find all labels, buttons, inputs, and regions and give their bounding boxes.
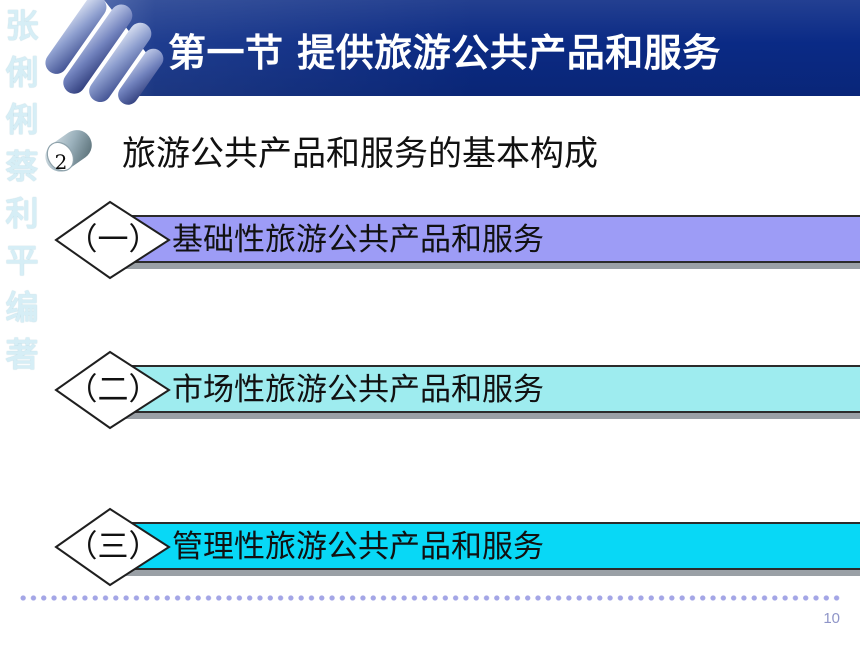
author-char: 平 bbox=[5, 241, 39, 280]
item-marker: （三） bbox=[66, 529, 160, 565]
author-char: 俐 bbox=[5, 53, 39, 92]
item-bar bbox=[108, 365, 860, 413]
diamond-marker-icon bbox=[54, 350, 171, 430]
diamond-marker-icon bbox=[54, 200, 171, 280]
item-marker: （二） bbox=[66, 372, 160, 408]
content-item-3: （三） 管理性旅游公共产品和服务 bbox=[52, 503, 860, 587]
slide-title: 第一节 提供旅游公共产品和服务 bbox=[168, 31, 721, 75]
cylinder-decoration-icon bbox=[45, 0, 164, 105]
author-char: 张 bbox=[5, 6, 39, 45]
dotted-divider bbox=[18, 594, 840, 602]
author-char: 著 bbox=[5, 335, 39, 374]
page-number: 10 bbox=[823, 610, 840, 627]
author-char: 利 bbox=[5, 194, 39, 233]
item-bar bbox=[108, 215, 860, 263]
item-text: 管理性旅游公共产品和服务 bbox=[172, 529, 544, 565]
author-vertical-text: 张 俐 俐 蔡 利 平 编 著 bbox=[1, 2, 43, 378]
content-item-1: （一） 基础性旅游公共产品和服务 bbox=[52, 196, 860, 280]
section-heading: 旅游公共产品和服务的基本构成 bbox=[122, 134, 598, 174]
badge-number: 2 bbox=[54, 150, 68, 174]
content-item-2: （二） 市场性旅游公共产品和服务 bbox=[52, 346, 860, 430]
item-text: 市场性旅游公共产品和服务 bbox=[172, 372, 544, 408]
item-marker: （一） bbox=[66, 222, 160, 258]
author-char: 俐 bbox=[5, 100, 39, 139]
cylinder-badge-icon bbox=[45, 130, 92, 172]
diamond-marker-icon bbox=[54, 507, 171, 587]
item-text: 基础性旅游公共产品和服务 bbox=[172, 222, 544, 258]
item-bar bbox=[108, 522, 860, 570]
author-char: 蔡 bbox=[5, 147, 39, 186]
author-char: 编 bbox=[5, 288, 39, 327]
